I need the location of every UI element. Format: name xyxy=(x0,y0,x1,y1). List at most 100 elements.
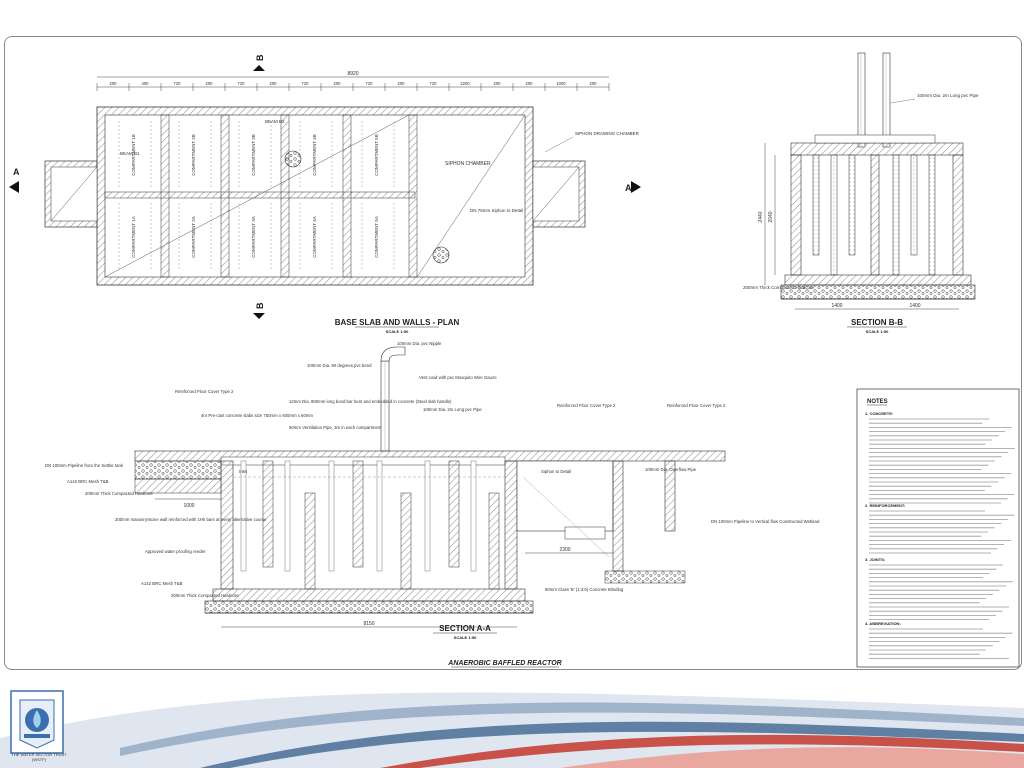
section-marker-b-top-arrow xyxy=(253,65,265,71)
aa-title: SECTION A-A xyxy=(439,624,491,633)
notes-section-3: 3. JOINTS: xyxy=(865,557,885,562)
notes-section-2: 2. REINFORCEMENT: xyxy=(865,503,905,508)
plan-top-dim: 200 xyxy=(590,81,598,86)
section-marker-b-bottom-arrow xyxy=(253,313,265,319)
aa-dim-total: 8150 xyxy=(363,621,374,627)
aa-scale: SCALE 1:50 xyxy=(454,635,477,640)
compartment-label-b: COMPARTMENT 1B xyxy=(131,134,136,176)
compartment-walls xyxy=(118,114,395,278)
aa-baffle xyxy=(488,492,500,590)
plan-top-dim: 200 xyxy=(334,81,342,86)
aa-note-vent-cowl: Vent cowl with pvc Mosquito Wire Gauze xyxy=(419,375,497,380)
aa-baffle xyxy=(352,460,364,568)
aa-down-pipe xyxy=(284,460,291,572)
plan-scale: SCALE 1:50 xyxy=(386,329,409,334)
beam-label-2: BEAM B2 xyxy=(265,119,285,124)
aa-note-dia-bars: 12mm Dia. 800mm long bond bar bent and e… xyxy=(289,399,452,404)
compartment-wall xyxy=(280,114,290,278)
section-marker-b-bottom: B xyxy=(255,302,265,309)
section-marker-a-left-label: A xyxy=(13,167,20,177)
aa-note-inlet: Inlet xyxy=(239,469,248,474)
plan-top-dim: 2200 xyxy=(460,81,470,86)
plan-top-dim: 720 xyxy=(430,81,438,86)
aa-down-pipe xyxy=(240,460,247,572)
compartment-label-a: COMPARTMENT 3A xyxy=(251,216,256,258)
plan-top-dim: 720 xyxy=(174,81,182,86)
bb-baffle xyxy=(928,154,936,276)
aa-baffle xyxy=(400,492,412,590)
plan-top-dim: 200 xyxy=(526,81,534,86)
aa-baffle xyxy=(262,460,274,568)
aa-note-precast: 4nr Pre-cast concrete slabs size 750mm x… xyxy=(201,413,313,418)
plan-top-dim: 400 xyxy=(142,81,150,86)
aa-down-pipe xyxy=(328,460,335,572)
bb-pipe-note: 100mm Dia. 2m Long pvc Pipe xyxy=(917,93,979,98)
plan-title: BASE SLAB AND WALLS - PLAN xyxy=(335,318,460,327)
compartment-wall xyxy=(160,114,170,278)
aa-note-hardcore: 200mm Thick Compacted Hardcore xyxy=(85,491,153,496)
aa-down-pipe xyxy=(376,460,383,572)
compartment-label-b: COMPARTMENT 5B xyxy=(374,134,379,176)
plan-top-dim: 200 xyxy=(494,81,502,86)
plan-top-dim: 200 xyxy=(206,81,214,86)
notes-section-4: 4. ABBREVIATION: xyxy=(865,621,901,626)
aa-note-brc-2: A142 BRC Mesh T&B xyxy=(141,581,183,586)
plan-top-dim: 200 xyxy=(270,81,278,86)
bb-height-outer: 2440 xyxy=(758,211,764,222)
siphon-drawing-chamber: SIPHON DRAWING CHAMBER xyxy=(575,131,640,136)
bb-dim-right: 1400 xyxy=(909,303,920,309)
plan-top-dim: 720 xyxy=(302,81,310,86)
plan-top-dim: 720 xyxy=(238,81,246,86)
aa-baffle xyxy=(304,492,316,590)
beam-label: BEAM B1 xyxy=(120,151,140,156)
plan-top-dim: 200 xyxy=(398,81,406,86)
aa-down-pipe xyxy=(424,460,431,572)
aa-down-pipe xyxy=(470,460,477,572)
aa-note-hardcore-2: 200mm Thick Compacted Hardcore xyxy=(171,593,239,598)
compartment-label-a: COMPARTMENT 4A xyxy=(312,216,317,258)
bb-dim-left: 1400 xyxy=(831,303,842,309)
section-marker-a-left xyxy=(9,181,19,193)
bb-hardcore-note: 200mm Thick Compacted Hardcore xyxy=(743,285,814,290)
section-marker-b-top: B xyxy=(255,54,265,61)
organization-logo xyxy=(10,690,64,754)
aa-note-bend: 100mm Dia. 90 degrees pvc bend xyxy=(307,363,372,368)
aa-note-floor-cover-r: Reinforced Floor Cover Type 2 xyxy=(667,403,726,408)
footer-wave-band xyxy=(0,692,1024,768)
bb-baffle xyxy=(812,154,820,256)
compartment-label-b: COMPARTMENT 2B xyxy=(191,134,196,176)
notes-heading: NOTES xyxy=(867,399,888,405)
plan-top-dim: 1000 xyxy=(556,81,566,86)
aa-note-floor-cover-l: Reinforced Floor Cover Type 2 xyxy=(175,389,234,394)
aa-note-brc: A142 BRC Mesh T&B xyxy=(67,479,109,484)
compartment-wall xyxy=(220,114,230,278)
compartment-label-a: COMPARTMENT 5A xyxy=(374,216,379,258)
siphon-note: DN 75mm Siphon to Detail xyxy=(470,208,523,213)
bb-height-inner: 2040 xyxy=(768,211,774,222)
aa-note-nipple: 100mm Dia. pvc Nipple xyxy=(397,341,442,346)
compartment-label-a: COMPARTMENT 2A xyxy=(191,216,196,258)
bb-scale: SCALE 1:50 xyxy=(866,329,889,334)
aa-note-overflow: 100mm Dia. Overflow Pipe xyxy=(645,467,697,472)
compartment-wall xyxy=(342,114,352,278)
section-bb-view: 100mm Dia. 2m Long pvc Pipe 1400 1400 24… xyxy=(743,52,979,334)
aa-note-siphon: Siphon to Detail xyxy=(541,469,571,474)
bb-baffle xyxy=(830,154,838,276)
aa-dim-1: 2300 xyxy=(559,547,570,553)
bb-title: SECTION B-B xyxy=(851,318,903,327)
notes-section-1: 1. CONCRETE: xyxy=(865,411,893,416)
compartment-label-b: COMPARTMENT 3B xyxy=(251,134,256,176)
aa-dim-2: 1000 xyxy=(183,503,194,509)
compartment-label-a: COMPARTMENT 1A xyxy=(131,216,136,258)
siphon-chamber-label: SIPHON CHAMBER xyxy=(445,161,491,167)
compartment-label-b: COMPARTMENT 4B xyxy=(312,134,317,176)
section-marker-a-right-label: A xyxy=(625,183,632,193)
aa-note-floor-cover-m: Reinforced Floor Cover Type 2 xyxy=(557,403,616,408)
aa-note-inlet-pipe: DN 100mm Pipeline from the Settler tank xyxy=(45,463,124,468)
compartment-labels: COMPARTMENT 1B COMPARTMENT 1A COMPARTMENT … xyxy=(131,134,379,258)
bb-baffle xyxy=(910,154,918,256)
